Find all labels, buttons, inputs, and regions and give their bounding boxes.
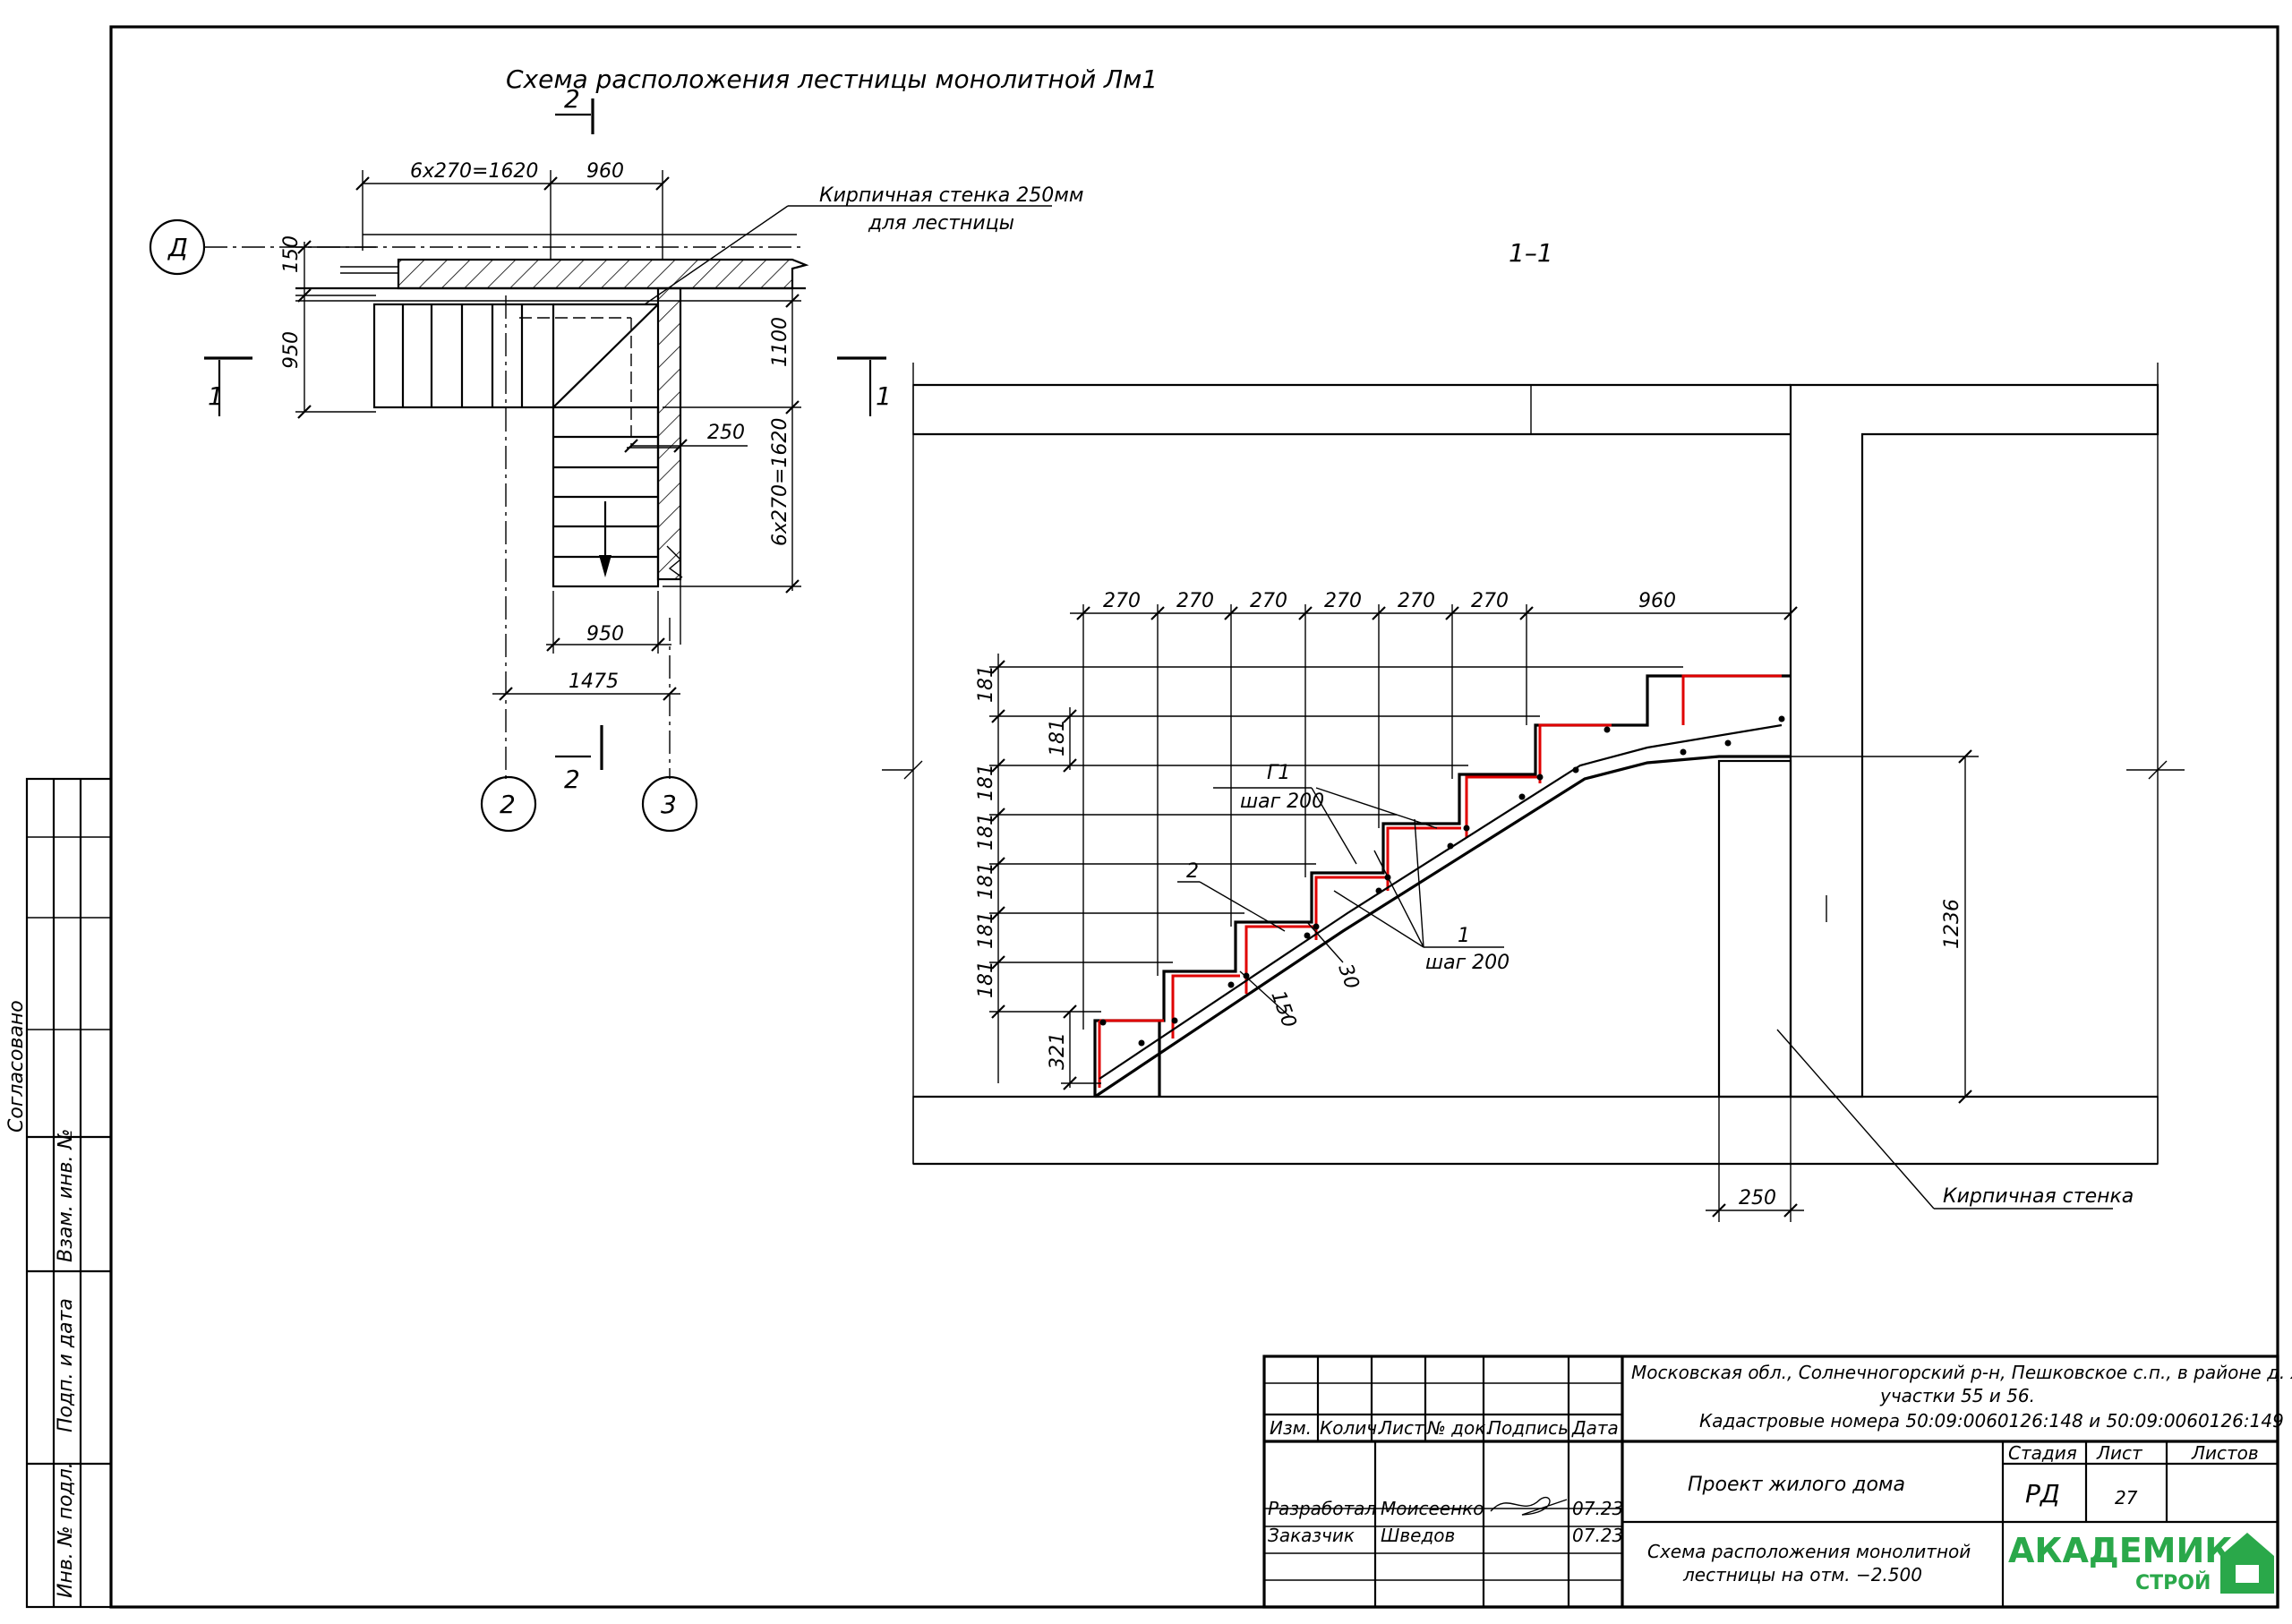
plan-dim-right-1: 1100 (769, 317, 791, 367)
section-1-left-label: 1 (208, 381, 224, 411)
section-dim-150: 150 (1266, 988, 1300, 1031)
plan-dim-250: 250 (707, 422, 745, 444)
section-dim-top-1: 270 (1103, 590, 1141, 612)
tb-header-podpis: Подпись (1488, 1417, 1569, 1439)
section-dim-left-5: 181 (975, 862, 997, 900)
stamp-agreed: Согласовано (5, 1000, 28, 1133)
section-dim-top-2: 270 (1176, 590, 1214, 612)
tb-stage-label: Стадия (2008, 1442, 2077, 1464)
stamp-vzam: Взам. инв. № (55, 1129, 77, 1262)
tb-address-2: участки 55 и 56. (1879, 1385, 2035, 1406)
tb-row1-role: Разработал (1268, 1498, 1376, 1519)
tb-row1-name: Моисеенко (1381, 1498, 1484, 1519)
side-stamp: Согласовано Взам. инв. № Подп. и дата Ин… (5, 777, 113, 1609)
tb-sheet-label: Лист (2096, 1442, 2143, 1464)
house-icon (2220, 1533, 2274, 1594)
section-dim-1236: 1236 (1941, 899, 1963, 949)
tb-row2-date: 07.23 (1572, 1525, 1623, 1546)
section-dim-left-1: 181 (975, 665, 997, 703)
plan-dim-left-2: 950 (280, 331, 303, 369)
plan-dim-top-1: 6x270=1620 (410, 160, 538, 183)
tb-project: Проект жилого дома (1688, 1474, 1905, 1496)
plan-title: Схема расположения лестницы монолитной Л… (506, 64, 1158, 94)
axis-2-bubble (480, 775, 537, 833)
section-dim-top-5: 270 (1398, 590, 1435, 612)
axis-3-label: 3 (661, 790, 677, 819)
section-1-right-label: 1 (876, 381, 892, 411)
title-block: Изм. Колич. Лист № док. Подпись Дата Раз… (1262, 1355, 2292, 1609)
company-logo: АКАДЕМИК СТРОЙ (2008, 1531, 2274, 1594)
tb-row2-name: Шведов (1381, 1525, 1455, 1546)
section-dim-left-2: 181 (1047, 719, 1069, 756)
tb-stage: РД (2025, 1479, 2060, 1509)
tb-address-3: Кадастровые номера 50:09:0060126:148 и 5… (1699, 1410, 2284, 1432)
section-dim-30: 30 (1333, 962, 1363, 993)
stair-section: 1–1 (882, 238, 2185, 1222)
tb-header-data: Дата (1571, 1417, 1619, 1439)
stair-plan: Схема расположения лестницы монолитной Л… (149, 64, 1158, 833)
tb-header-ndoc: № док. (1426, 1417, 1492, 1439)
plan-dim-1475: 1475 (569, 671, 619, 693)
plan-wall-callout-1: Кирпичная стенка 250мм (819, 184, 1083, 207)
callout-1: 1 (1458, 925, 1470, 947)
section-dim-top-4: 270 (1324, 590, 1362, 612)
tb-row1-date: 07.23 (1572, 1498, 1623, 1519)
tb-sheet: 27 (2115, 1487, 2138, 1509)
tb-header-kolich: Колич. (1320, 1417, 1382, 1439)
section-dim-250: 250 (1739, 1187, 1776, 1209)
callout-g1: Г1 (1267, 762, 1290, 784)
axis-3-bubble (641, 775, 698, 833)
section-dim-left-7: 181 (975, 961, 997, 998)
section-dim-top-7: 960 (1638, 590, 1676, 612)
tb-row2-role: Заказчик (1268, 1525, 1355, 1546)
plan-dim-right-2: 6x270=1620 (769, 418, 791, 546)
section-dim-left-8: 321 (1047, 1032, 1069, 1070)
logo-main-text: АКАДЕМИК (2008, 1531, 2232, 1570)
tb-address-1: Московская обл., Солнечногорский р-н, Пе… (1631, 1362, 2292, 1383)
plan-dim-left-1: 150 (280, 235, 303, 273)
tb-sheets-label: Листов (2191, 1442, 2259, 1464)
tb-header-izm: Изм. (1270, 1417, 1312, 1439)
section-2-bottom-label: 2 (564, 765, 580, 794)
section-dim-left-3: 181 (975, 764, 997, 801)
plan-dim-950: 950 (586, 623, 624, 645)
signature-moiseenko (1490, 1497, 1568, 1516)
section-title: 1–1 (1509, 238, 1553, 268)
section-wall-label: Кирпичная стенка (1943, 1185, 2134, 1208)
logo-sub-text: СТРОЙ (2135, 1571, 2211, 1594)
section-dim-left-4: 181 (975, 813, 997, 850)
section-dim-top-6: 270 (1471, 590, 1509, 612)
section-dim-left-6: 181 (975, 911, 997, 949)
tb-header-list: Лист (1378, 1417, 1425, 1439)
plan-wall-callout-2: для лестницы (868, 212, 1014, 235)
axis-2-label: 2 (500, 790, 516, 819)
tb-sheet-title-2: лестницы на отм. −2.500 (1682, 1564, 1922, 1586)
plan-dim-top-2: 960 (586, 160, 624, 183)
callout-2: 2 (1186, 860, 1199, 883)
section-dim-top-3: 270 (1250, 590, 1287, 612)
axis-d-label: Д (167, 233, 188, 262)
section-2-top-label: 2 (564, 84, 580, 114)
callout-1-step: шаг 200 (1425, 952, 1509, 974)
stamp-inv: Инв. № подл. (55, 1462, 77, 1598)
callout-g1-step: шаг 200 (1240, 791, 1324, 813)
tb-sheet-title-1: Схема расположения монолитной (1647, 1541, 1971, 1562)
stamp-podp: Подп. и дата (55, 1298, 77, 1432)
